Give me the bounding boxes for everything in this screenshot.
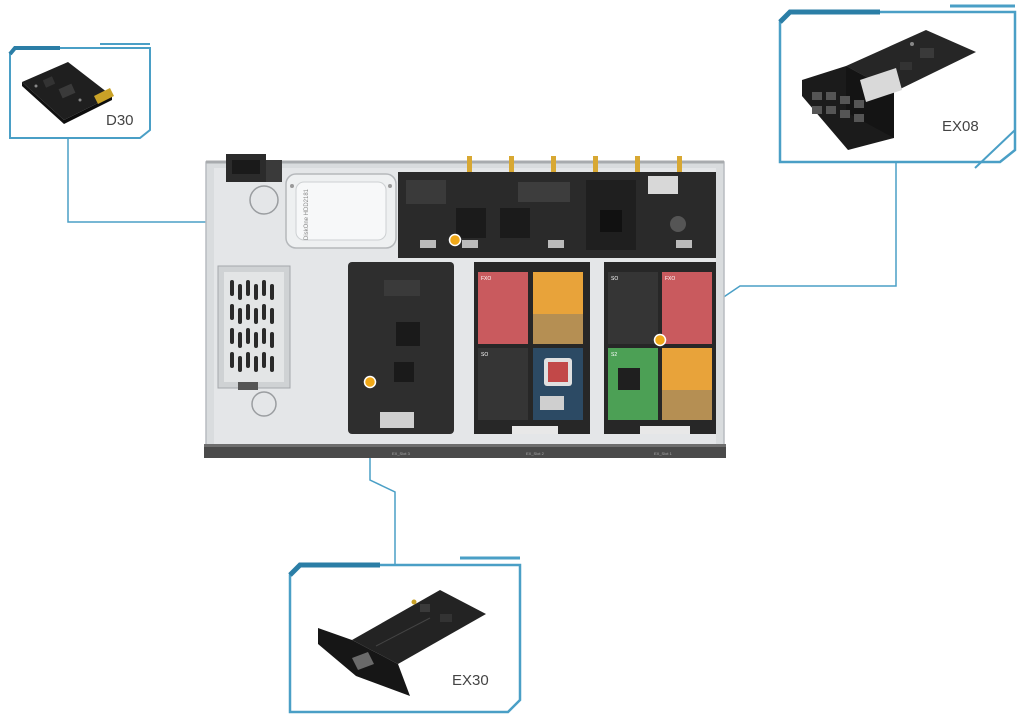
psu-vent-slots (230, 280, 274, 372)
ex30-frame-accent (288, 562, 380, 577)
slot2-module-3 (478, 348, 528, 420)
ex08-callout[interactable]: EX08 (778, 4, 1017, 169)
ex08-module-image (802, 30, 976, 150)
d30-marker (448, 233, 462, 247)
vent-hole-top (249, 185, 279, 215)
ex30-label: EX30 (452, 672, 489, 689)
ex-slot-1-card: SO FXO S2 (604, 262, 716, 434)
d30-module-image (22, 62, 114, 124)
antenna-connectors (467, 156, 682, 172)
slot-3-label: EX_Slot 3 (392, 451, 411, 456)
slot1-module-2-label: FXO (665, 276, 675, 282)
ex30-marker (363, 375, 377, 389)
power-supply (217, 265, 291, 390)
slot2-module-3-label: SO (481, 352, 488, 358)
hard-disk-drive: DiskOne HDD2181 (285, 173, 397, 249)
location-markers (363, 233, 667, 389)
ex08-frame-accent (778, 9, 880, 24)
mainboard (398, 172, 716, 258)
slot2-module-1 (478, 272, 528, 344)
ex-slot-2-card: FXO SO (474, 262, 590, 434)
slot1-module-3-label: S2 (611, 352, 617, 358)
hdd-label: DiskOne HDD2181 (304, 188, 310, 240)
ex30-module-image (318, 590, 486, 696)
slot2-module-1-label: FXO (481, 276, 491, 282)
ex08-marker (653, 333, 667, 347)
power-inlet (226, 154, 282, 182)
d30-label: D30 (106, 112, 134, 129)
ex08-label: EX08 (942, 118, 979, 135)
slot-1-label: EX_Slot 1 (654, 451, 673, 456)
pbx-chassis: DiskOne HDD2181 (204, 154, 726, 458)
d30-frame-accent (8, 46, 60, 56)
slot1-module-1-label: SO (611, 276, 618, 282)
slot-2-label: EX_Slot 2 (526, 451, 545, 456)
slot1-module-1 (608, 272, 658, 344)
ex08-frame-accent-bottom (974, 129, 1016, 169)
chassis-front-panel (204, 444, 726, 458)
d30-callout[interactable]: D30 (8, 43, 151, 139)
slot1-module-2 (662, 272, 712, 344)
vent-hole-bottom (251, 391, 277, 417)
ex30-callout[interactable]: EX30 (288, 556, 522, 714)
ex-slot-3-card (348, 262, 454, 434)
